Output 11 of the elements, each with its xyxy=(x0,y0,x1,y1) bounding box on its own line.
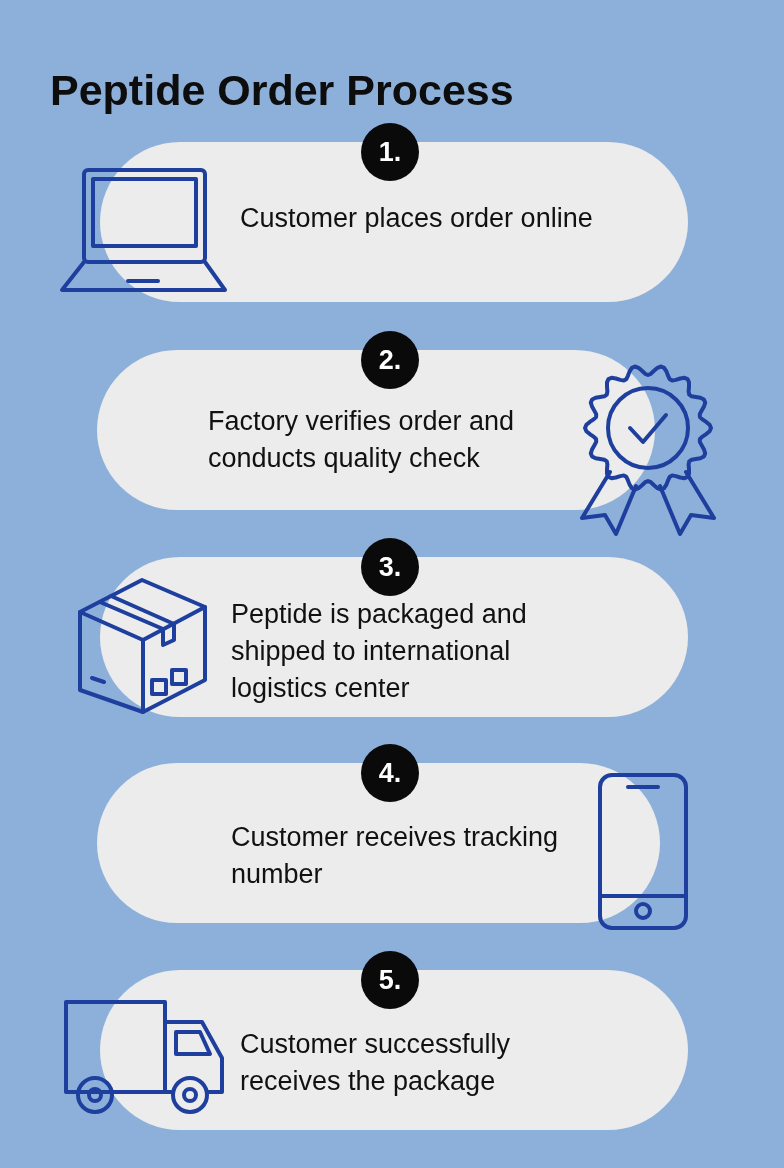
step-description: Customer receives tracking number xyxy=(231,821,560,891)
title: Peptide Order Process xyxy=(50,66,514,115)
step-number: 3. xyxy=(361,538,419,596)
step-number: 2. xyxy=(361,331,419,389)
step-description: Peptide is packaged and shipped to international logistics center xyxy=(231,598,528,705)
step-description: Customer successfully receives the package xyxy=(240,1028,512,1098)
step-number: 1. xyxy=(361,123,419,181)
step-description: Customer places order online xyxy=(240,202,594,235)
step-description: Factory verifies order and conducts quality check xyxy=(208,405,516,475)
step-number: 5. xyxy=(361,951,419,1009)
step-number: 4. xyxy=(361,744,419,802)
